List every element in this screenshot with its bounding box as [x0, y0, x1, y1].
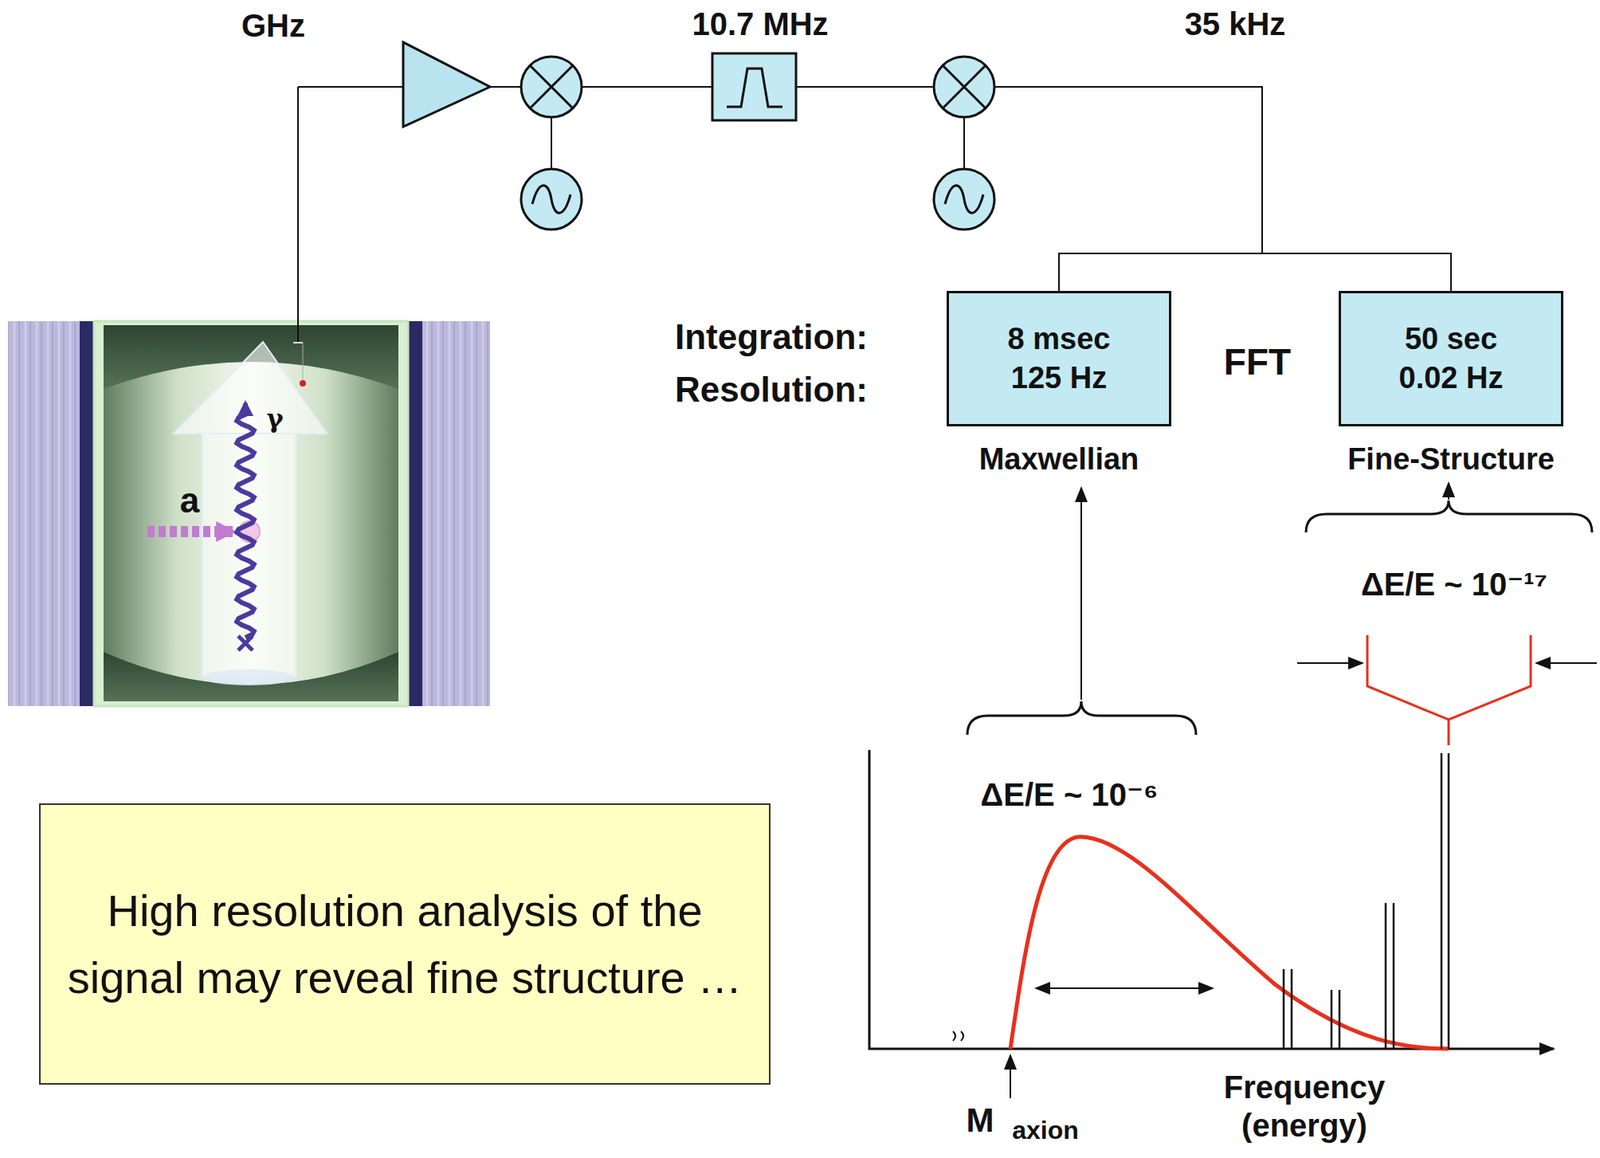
magnet-edge [79, 321, 95, 706]
box-value: 0.02 Hz [1399, 358, 1504, 398]
pointer-arrow [1447, 482, 1450, 500]
fft-label: FFT [1223, 340, 1291, 385]
antenna-wire [297, 86, 299, 343]
brace [967, 701, 1197, 735]
axis-gap [949, 1048, 961, 1050]
spectrum-plot [869, 482, 1597, 1099]
width-arrow [1035, 987, 1213, 989]
squeeze-arrow [1536, 662, 1597, 664]
antenna-mount [293, 341, 303, 344]
antenna-probe [302, 342, 304, 381]
field-arrow-head [173, 341, 327, 434]
box-heading: Maxwellian [979, 441, 1140, 479]
axes [869, 749, 1554, 1049]
mixer-symbol [521, 56, 582, 118]
magnet [7, 321, 491, 706]
cavity-wall [103, 325, 399, 702]
signal-wire [298, 86, 404, 88]
box-heading: Fine-Structure [1347, 441, 1555, 479]
box-value: 8 msec [1007, 319, 1111, 359]
signal-wire [994, 86, 1263, 254]
mass-symbol: M [966, 1100, 995, 1141]
fft-box: 8 msec125 HzMaxwellian [946, 290, 1172, 427]
maxwellian-curve [1010, 836, 1449, 1049]
cavity [94, 86, 408, 706]
mass-subscript: axion [1011, 1114, 1079, 1146]
photon-wave [236, 403, 254, 638]
field-arrow-base [202, 669, 295, 686]
band-label: GHz [241, 6, 306, 45]
oscillator-symbol [521, 168, 582, 230]
magnet-edge [407, 321, 423, 706]
fft-box: 50 sec0.02 HzFine-Structure [1338, 290, 1564, 427]
row-label: Integration: [674, 316, 868, 359]
mixer-symbol [933, 56, 995, 118]
photon-label: γ [266, 403, 283, 434]
signal-wire [796, 86, 934, 88]
cavity-frame [94, 321, 408, 706]
mixer-cross [942, 65, 986, 109]
oscillator-wave [532, 185, 571, 214]
bandpass-filter [712, 53, 797, 121]
row-label: Resolution: [674, 368, 868, 412]
squeeze-arrow [1297, 662, 1363, 664]
box-value: 50 sec [1404, 319, 1498, 359]
mass-arrow [1009, 1054, 1012, 1099]
antenna-tip [299, 380, 306, 387]
box-value: 125 Hz [1011, 358, 1107, 398]
signal-wire [490, 86, 522, 88]
fine-structure-lines [1283, 752, 1449, 1049]
band-label: 35 kHz [1184, 4, 1287, 44]
receiver-chain [298, 42, 1451, 291]
note-text: High resolution analysis of the signal m… [40, 877, 769, 1012]
lo-wire [550, 117, 553, 169]
signal-wire [581, 86, 713, 88]
lo-wire [963, 117, 965, 169]
photon-origin [238, 635, 253, 651]
axion-arrow [147, 525, 233, 538]
note-box: High resolution analysis of the signal m… [39, 803, 771, 1085]
axis-break [952, 1031, 964, 1041]
oscillator-wave [945, 185, 984, 214]
mixer-cross [529, 65, 573, 109]
resolution-label: ΔE/E ~ 10⁻⁶ [980, 775, 1159, 814]
filter-shape [726, 68, 783, 107]
pointer-arrow [1080, 487, 1083, 700]
brace [1305, 500, 1593, 533]
amplifier-symbol [403, 42, 491, 127]
oscillator-symbol [933, 168, 995, 230]
magnet-coil [7, 321, 95, 706]
splitter-wire [1058, 253, 1451, 291]
zoom-bracket [1367, 635, 1531, 746]
magnet-coil [407, 321, 491, 706]
band-label: 10.7 MHz [691, 4, 828, 44]
resolution-label: ΔE/E ~ 10⁻¹⁷ [1360, 564, 1548, 604]
axion-label: a [180, 479, 200, 522]
axis-label: Frequency (energy) [1200, 1067, 1408, 1145]
